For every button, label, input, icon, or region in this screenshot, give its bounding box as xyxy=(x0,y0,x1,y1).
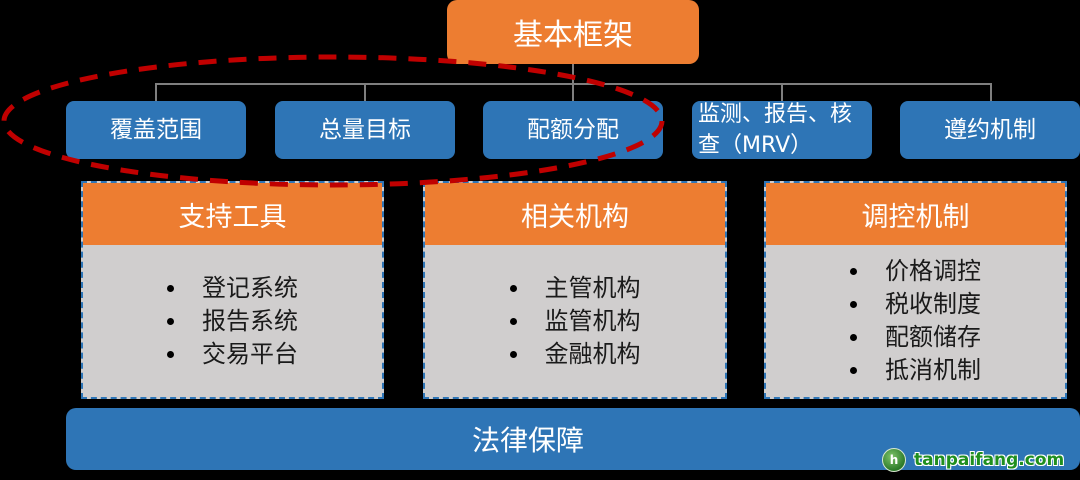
category-coverage: 覆盖范围 xyxy=(66,101,246,159)
site-logo-icon: h xyxy=(882,448,906,472)
list-item: 监管机构 xyxy=(509,305,641,338)
category-total-target: 总量目标 xyxy=(275,101,455,159)
panel-list: 登记系统 报告系统 交易平台 xyxy=(83,245,382,397)
category-compliance: 遵约机制 xyxy=(900,101,1080,159)
item-label: 金融机构 xyxy=(544,339,641,368)
connector-cat-1 xyxy=(155,83,157,101)
item-label: 报告系统 xyxy=(202,306,298,335)
bullet-icon xyxy=(167,317,174,325)
connector-cat-4 xyxy=(781,83,783,101)
list-item: 价格调控 xyxy=(850,255,981,288)
item-label: 价格调控 xyxy=(885,257,981,285)
item-label: 配额储存 xyxy=(885,323,981,351)
watermark: h tanpaifang.com xyxy=(882,448,1065,472)
panel-title: 调控机制 xyxy=(766,183,1065,245)
list-item: 税收制度 xyxy=(850,288,981,321)
item-label: 抵消机制 xyxy=(885,356,981,384)
bullet-icon xyxy=(167,284,174,292)
bullet-icon xyxy=(509,350,517,358)
category-label: 覆盖范围 xyxy=(110,116,202,143)
list-item: 金融机构 xyxy=(509,338,641,371)
list-item: 主管机构 xyxy=(509,272,641,305)
panel-regulation-mechanism: 调控机制 价格调控 税收制度 配额储存 抵消机制 xyxy=(764,181,1067,399)
base-label: 法律保障 xyxy=(471,424,584,457)
item-label: 监管机构 xyxy=(544,306,641,335)
panel-title: 相关机构 xyxy=(425,183,725,245)
connector-cat-3 xyxy=(572,83,574,101)
item-label: 登记系统 xyxy=(202,273,298,302)
bullet-icon xyxy=(509,317,517,325)
category-label: 遵约机制 xyxy=(944,116,1036,143)
list-item: 配额储存 xyxy=(850,321,981,354)
bullet-icon xyxy=(850,367,857,374)
panel-list: 主管机构 监管机构 金融机构 xyxy=(425,245,725,397)
category-label: 监测、报告、核查（MRV） xyxy=(698,102,853,158)
bullet-icon xyxy=(850,334,857,341)
panel-related-institutions: 相关机构 主管机构 监管机构 金融机构 xyxy=(423,181,727,399)
watermark-text: tanpaifang.com xyxy=(914,450,1065,470)
bullet-icon xyxy=(509,284,517,292)
connector-cat-5 xyxy=(990,83,992,101)
root-label: 基本框架 xyxy=(513,18,633,53)
list-item: 报告系统 xyxy=(167,305,298,338)
legal-guarantee-bar: 法律保障 xyxy=(66,408,1080,470)
bullet-icon xyxy=(850,268,857,275)
item-label: 交易平台 xyxy=(202,339,298,368)
panel-title: 支持工具 xyxy=(83,183,382,245)
connector-cat-2 xyxy=(364,83,366,101)
bullet-icon xyxy=(850,301,857,308)
item-label: 税收制度 xyxy=(885,290,981,318)
category-allocation: 配额分配 xyxy=(483,101,663,159)
category-mrv: 监测、报告、核查（MRV） xyxy=(692,101,872,159)
connector-vertical-root xyxy=(572,64,574,84)
list-item: 登记系统 xyxy=(167,272,298,305)
category-label: 配额分配 xyxy=(527,116,619,143)
bullet-icon xyxy=(167,350,174,358)
category-label: 总量目标 xyxy=(319,116,411,143)
item-label: 主管机构 xyxy=(544,273,641,302)
list-item: 交易平台 xyxy=(167,338,298,371)
panel-list: 价格调控 税收制度 配额储存 抵消机制 xyxy=(766,245,1065,397)
list-item: 抵消机制 xyxy=(850,354,981,387)
root-node: 基本框架 xyxy=(447,0,699,64)
panel-support-tools: 支持工具 登记系统 报告系统 交易平台 xyxy=(81,181,384,399)
